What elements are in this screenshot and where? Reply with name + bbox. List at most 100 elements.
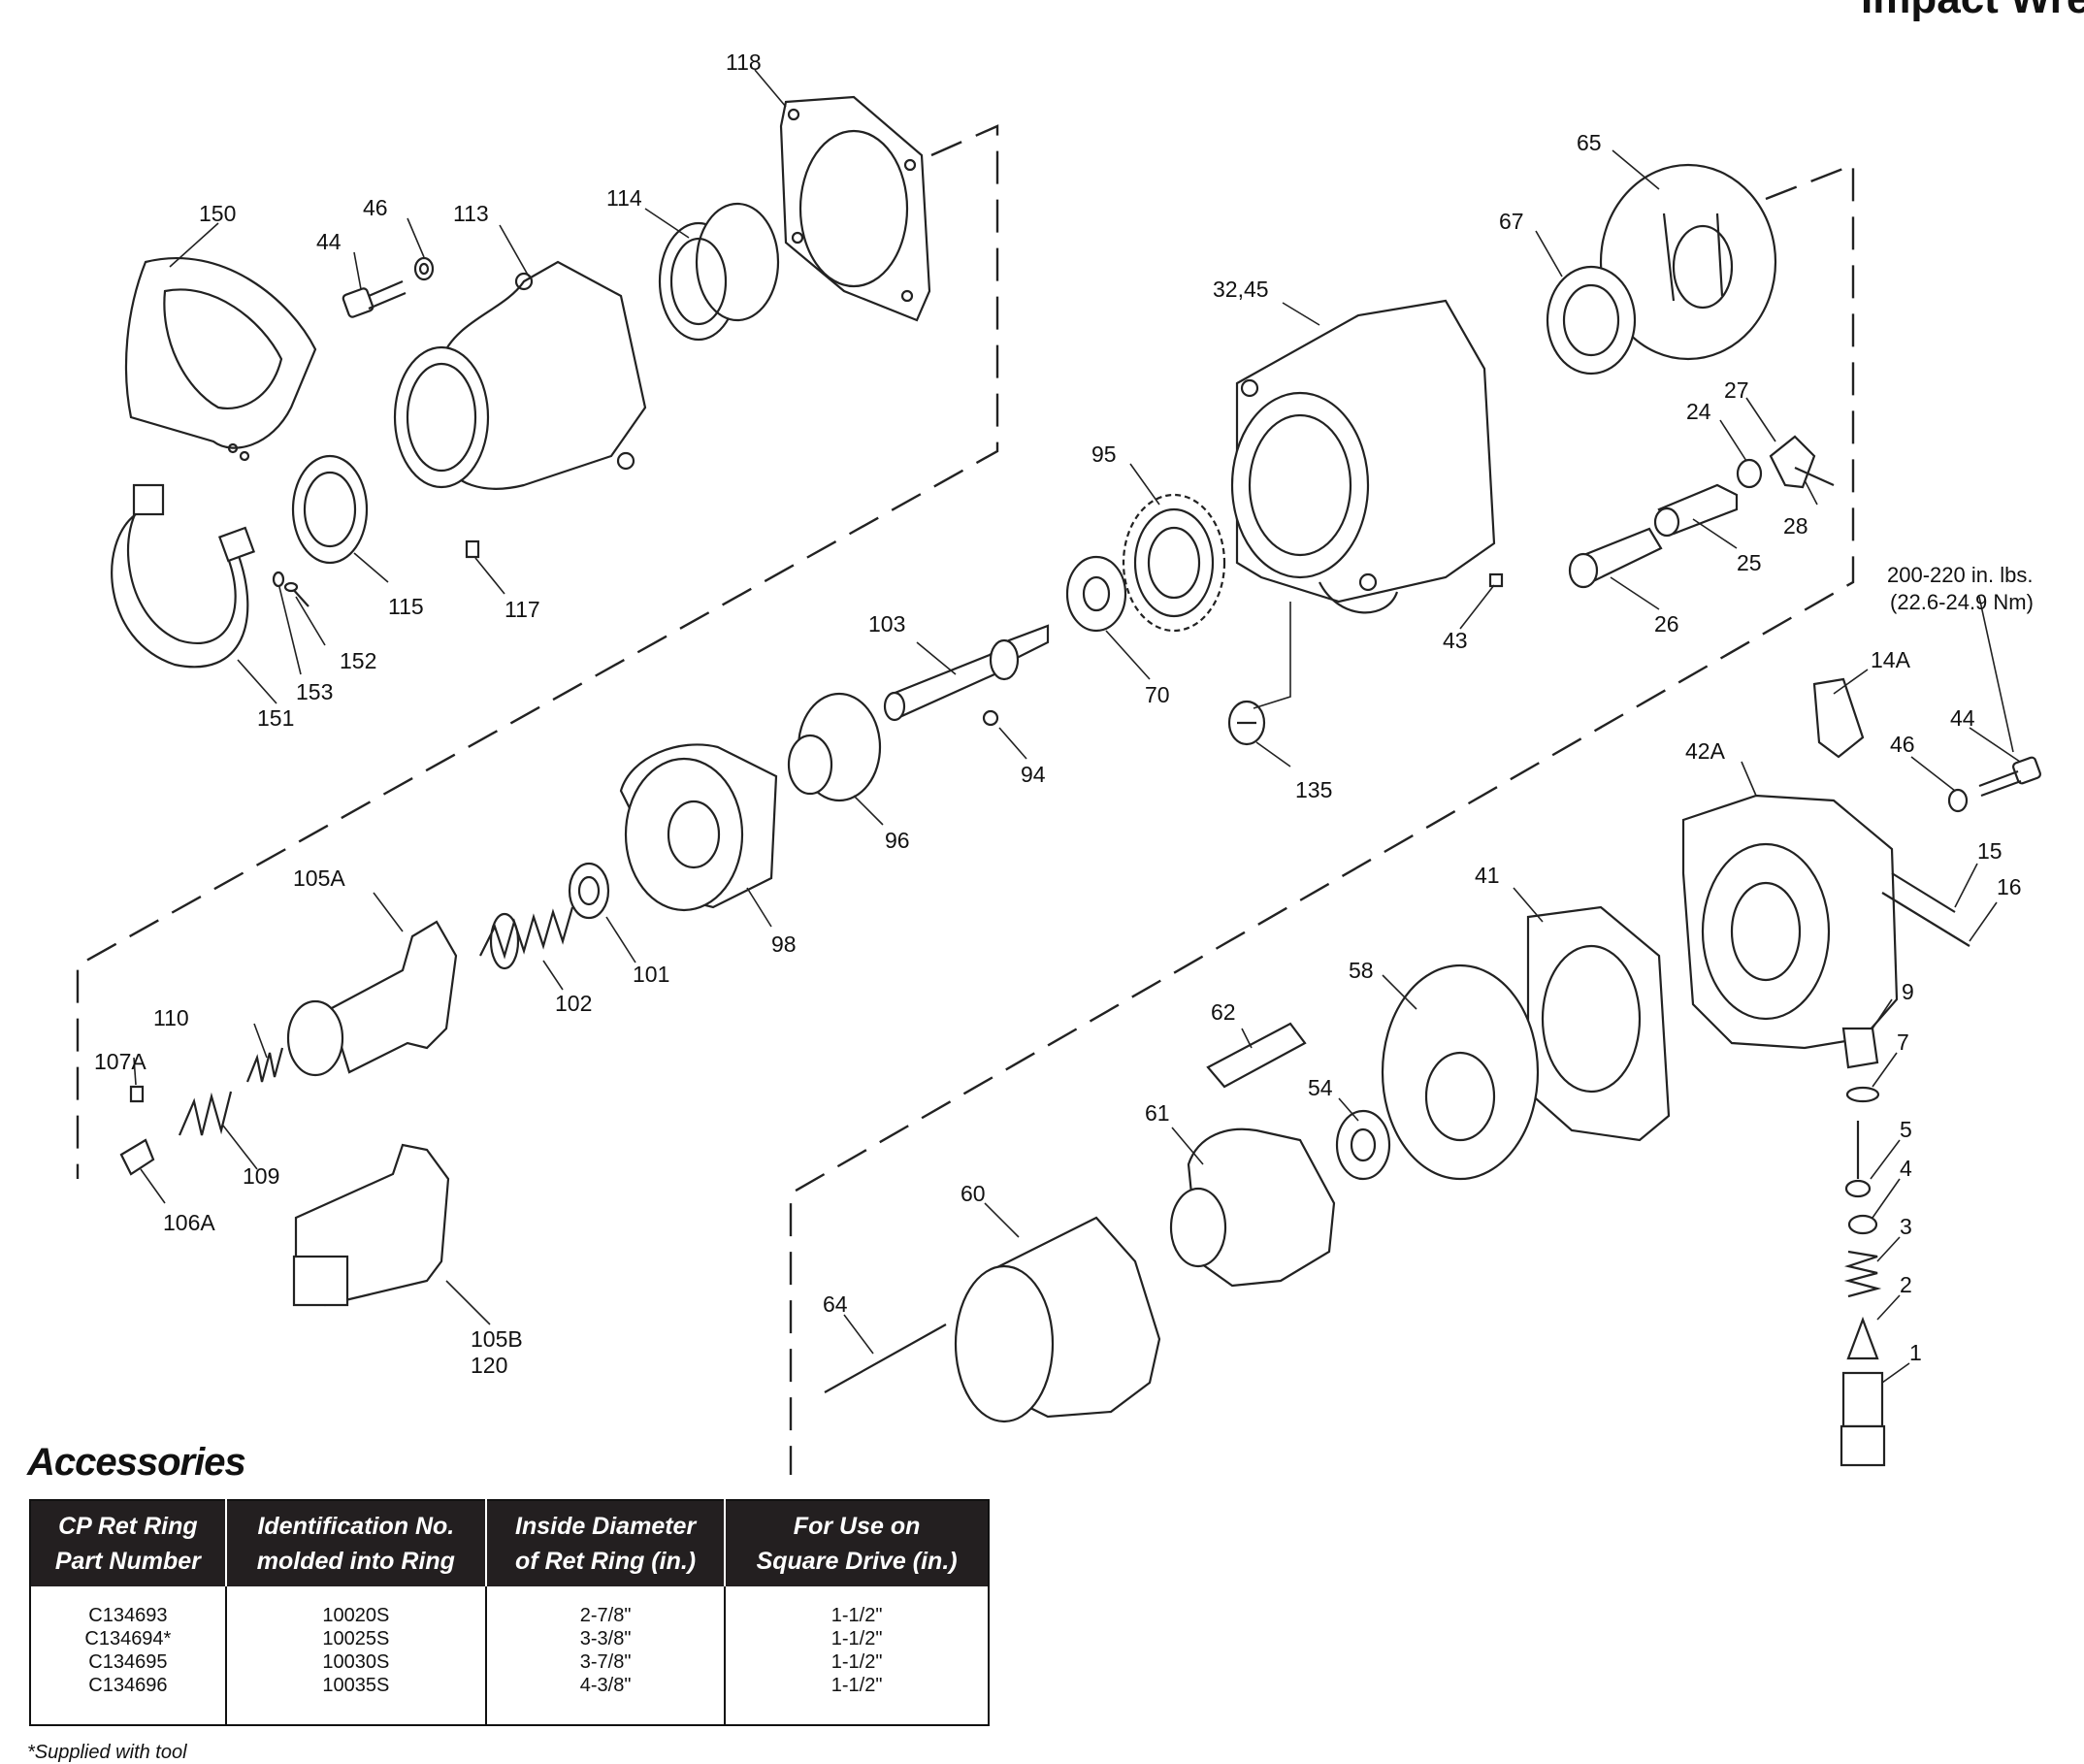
part-113-housing bbox=[393, 260, 647, 490]
part-115-seal bbox=[291, 454, 369, 565]
callout-150: 150 bbox=[199, 201, 236, 226]
identification-cell: 10020S 10025S 10030S 10035S bbox=[225, 1586, 488, 1725]
part-135-leader bbox=[1253, 602, 1291, 709]
assembly-guide-lines bbox=[76, 124, 1855, 1475]
callout-15: 15 bbox=[1977, 838, 2003, 864]
callout-113: 113 bbox=[453, 201, 489, 226]
part-number-cell: C134693 C134694* C134695 C134696 bbox=[30, 1586, 227, 1725]
part-44-screw bbox=[342, 279, 407, 318]
callout-107a: 107A bbox=[94, 1049, 147, 1074]
callout-42a: 42A bbox=[1685, 738, 1726, 764]
callout-24: 24 bbox=[1686, 399, 1711, 424]
part-27-lever bbox=[1769, 435, 1816, 489]
callout-114: 114 bbox=[606, 185, 642, 211]
callout-152: 152 bbox=[340, 648, 376, 673]
callout-105b: 105B bbox=[471, 1326, 523, 1352]
part-43-set-screw bbox=[1488, 572, 1504, 588]
part-98-cage bbox=[619, 743, 778, 912]
table-row: C134693 C134694* C134695 C134696 10020S … bbox=[30, 1586, 989, 1725]
callout-labels: 118 150 46 113 114 44 115 117 152 153 15… bbox=[94, 49, 2034, 1378]
callout-118: 118 bbox=[726, 49, 762, 75]
callout-94: 94 bbox=[1021, 762, 1046, 787]
column-header-identification: Identification No.molded into Ring bbox=[225, 1500, 488, 1586]
part-96-gear bbox=[787, 692, 882, 802]
accessories-title: Accessories bbox=[27, 1441, 246, 1484]
part-109-spring bbox=[178, 1091, 233, 1136]
callout-58: 58 bbox=[1349, 958, 1374, 983]
callout-101: 101 bbox=[633, 962, 669, 987]
callout-46-right: 46 bbox=[1890, 732, 1915, 757]
part-9-body bbox=[1841, 1027, 1879, 1069]
callout-26: 26 bbox=[1654, 611, 1679, 637]
callout-44: 44 bbox=[316, 229, 342, 254]
part-67-bearing bbox=[1546, 265, 1637, 376]
part-5-stem bbox=[1844, 1121, 1872, 1198]
part-152-screw bbox=[283, 581, 309, 607]
callout-9: 9 bbox=[1902, 979, 1914, 1004]
torque-note-line2: (22.6-24.9 Nm) bbox=[1890, 590, 2034, 614]
part-118-gasket bbox=[779, 95, 931, 322]
callout-14a: 14A bbox=[1871, 647, 1911, 672]
callout-61: 61 bbox=[1145, 1100, 1170, 1126]
part-4-seat bbox=[1847, 1214, 1878, 1235]
part-16-pin bbox=[1881, 892, 1970, 947]
part-54-bearing bbox=[1335, 1109, 1391, 1181]
part-61-rotor bbox=[1169, 1127, 1336, 1288]
callout-67: 67 bbox=[1499, 209, 1524, 234]
inside-diameter-cell: 2-7/8" 3-3/8" 3-7/8" 4-3/8" bbox=[486, 1586, 727, 1725]
part-65-end-cover bbox=[1599, 163, 1777, 361]
part-135-plug bbox=[1227, 700, 1266, 746]
part-46-washer bbox=[413, 256, 435, 281]
callout-105a: 105A bbox=[293, 866, 345, 891]
callout-153: 153 bbox=[296, 679, 333, 704]
part-110-spring bbox=[245, 1047, 284, 1083]
callout-2: 2 bbox=[1900, 1272, 1912, 1297]
footnote: *Supplied with tool bbox=[27, 1742, 187, 1763]
callout-1: 1 bbox=[1909, 1340, 1922, 1365]
part-28-pin bbox=[1794, 466, 1835, 487]
callout-28: 28 bbox=[1783, 513, 1808, 539]
part-3-spring bbox=[1843, 1250, 1882, 1298]
part-94-ball bbox=[982, 709, 999, 727]
callout-32-45: 32,45 bbox=[1213, 277, 1269, 302]
callout-115: 115 bbox=[388, 594, 424, 619]
part-70-washer bbox=[1065, 555, 1127, 633]
callout-65: 65 bbox=[1577, 130, 1602, 155]
callout-44-right: 44 bbox=[1950, 705, 1975, 731]
part-25-valve bbox=[1653, 483, 1739, 538]
part-107a-pin bbox=[129, 1085, 145, 1103]
callout-95: 95 bbox=[1091, 441, 1117, 467]
callout-98: 98 bbox=[771, 931, 797, 957]
part-150-handle bbox=[124, 256, 317, 462]
part-103-shaft bbox=[883, 624, 1050, 722]
callout-117: 117 bbox=[505, 597, 540, 622]
part-151-band bbox=[111, 483, 256, 669]
part-41-gasket bbox=[1526, 905, 1671, 1142]
part-1-inlet bbox=[1840, 1371, 1886, 1467]
part-26-bushing bbox=[1568, 527, 1663, 589]
callout-96: 96 bbox=[885, 828, 910, 853]
part-153-washer bbox=[272, 571, 285, 588]
square-drive-cell: 1-1/2" 1-1/2" 1-1/2" 1-1/2" bbox=[830, 1605, 883, 1696]
part-102-spring bbox=[479, 906, 574, 970]
callout-70: 70 bbox=[1145, 682, 1170, 707]
part-62-vane bbox=[1206, 1022, 1307, 1089]
callout-135: 135 bbox=[1295, 777, 1332, 802]
part-2-screen bbox=[1846, 1316, 1879, 1360]
callout-60: 60 bbox=[961, 1181, 986, 1206]
part-14a-plate bbox=[1812, 677, 1865, 759]
callout-110: 110 bbox=[153, 1005, 189, 1030]
callout-27: 27 bbox=[1724, 377, 1749, 403]
part-60-cylinder bbox=[954, 1216, 1161, 1423]
callout-102: 102 bbox=[555, 991, 592, 1016]
callout-43: 43 bbox=[1443, 628, 1468, 653]
part-105a-anvil bbox=[286, 920, 458, 1077]
part-95-gear bbox=[1122, 493, 1226, 633]
callout-103: 103 bbox=[868, 611, 905, 637]
callout-54: 54 bbox=[1308, 1075, 1333, 1100]
